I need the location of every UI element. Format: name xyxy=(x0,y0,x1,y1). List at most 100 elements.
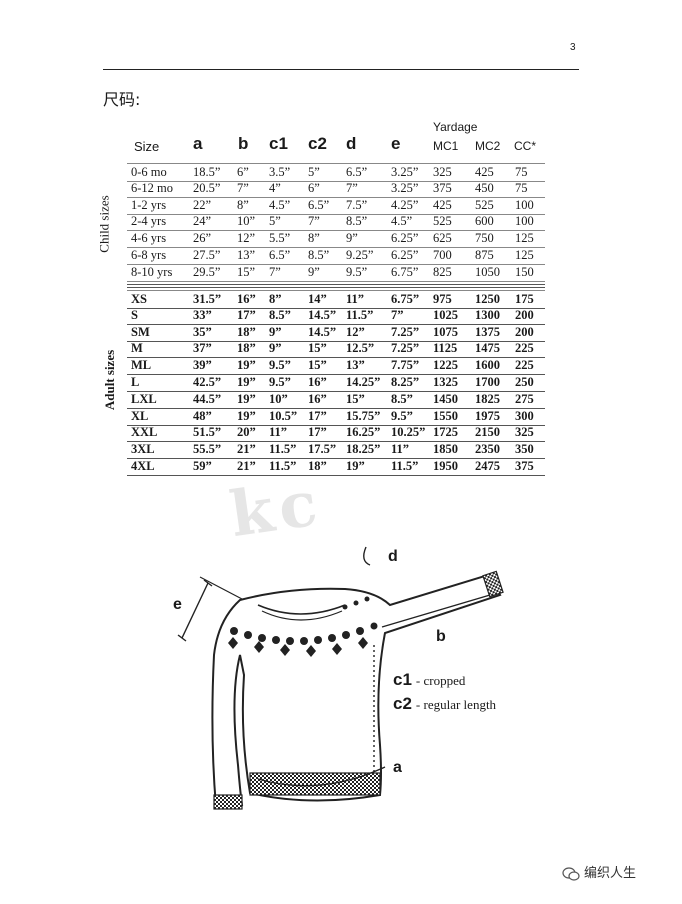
table-cell: 19” xyxy=(237,375,256,389)
table-cell: 525 xyxy=(475,197,494,212)
table-cell: 7.75” xyxy=(391,358,420,373)
table-cell: 3.25” xyxy=(391,180,419,195)
table-cell: 3.5” xyxy=(269,165,291,179)
legend-c1-text: - cropped xyxy=(415,673,466,688)
table-cell: 450 xyxy=(475,180,494,195)
table-cell: 16” xyxy=(308,375,327,389)
table-cell: 200 xyxy=(515,324,534,339)
table-cell: XXL xyxy=(131,425,158,440)
table-cell: S xyxy=(131,307,138,322)
table-cell: 425 xyxy=(475,165,494,179)
table-cell: 9” xyxy=(269,341,282,356)
table-cell: 12.5” xyxy=(346,341,375,356)
table-cell: 5” xyxy=(308,165,320,179)
hem-ribbing xyxy=(249,772,381,796)
table-cell: 325 xyxy=(515,425,534,440)
table-cell: 1700 xyxy=(475,375,500,389)
table-cell: 225 xyxy=(515,341,534,356)
table-cell: 5.5” xyxy=(269,231,291,246)
label-b: b xyxy=(436,628,446,645)
table-cell: 525 xyxy=(433,214,452,229)
table-cell: 15” xyxy=(237,264,256,279)
table-cell: 7.25” xyxy=(391,341,420,356)
table-cell: 16” xyxy=(308,391,327,406)
brand-watermark: 编织人生 xyxy=(562,862,636,881)
table-cell: 6-12 mo xyxy=(131,180,174,195)
table-cell: 8” xyxy=(269,292,282,306)
table-cell: 2475 xyxy=(475,459,500,473)
table-cell: 14.5” xyxy=(308,307,337,322)
table-cell: 10.25” xyxy=(391,425,426,440)
table-cell: 20” xyxy=(237,425,256,440)
table-cell: L xyxy=(131,375,140,389)
table-cell: 59” xyxy=(193,459,212,473)
table-cell: 6.5” xyxy=(346,165,368,179)
table-cell: 6.25” xyxy=(391,231,419,246)
table-cell: 1125 xyxy=(433,341,458,356)
table-cell: 17” xyxy=(237,307,256,322)
table-header-row: Size a b c1 c2 d e MC1 MC2 CC* xyxy=(127,134,547,158)
table-cell: 1950 xyxy=(433,459,458,473)
brand-text: 编织人生 xyxy=(584,866,637,881)
table-cell: 2350 xyxy=(475,442,500,457)
table-cell: 350 xyxy=(515,442,534,457)
table-cell: 27.5” xyxy=(193,248,221,262)
table-cell: 9.5” xyxy=(346,264,368,279)
group-separator xyxy=(127,284,545,288)
adult-sizes-label: Adult sizes xyxy=(102,349,118,411)
table-cell: 750 xyxy=(475,231,494,246)
table-cell: 125 xyxy=(515,231,534,246)
table-cell: 19” xyxy=(237,358,256,373)
wechat-icon xyxy=(562,866,580,881)
table-cell: 15” xyxy=(346,391,365,406)
table-cell: 425 xyxy=(433,197,452,212)
legend-c2-text: - regular length xyxy=(415,697,497,712)
left-cuff xyxy=(213,794,243,810)
table-cell: 14” xyxy=(308,292,327,306)
table-cell: 4.5” xyxy=(269,197,291,212)
table-cell: 8-10 yrs xyxy=(131,264,173,279)
table-cell: 9.5” xyxy=(391,408,413,423)
label-a: a xyxy=(393,759,402,776)
table-cell: 11” xyxy=(346,292,365,306)
table-cell: 11.5” xyxy=(269,442,297,457)
header-c2: c2 xyxy=(308,134,327,153)
table-cell: 9” xyxy=(346,231,358,246)
table-cell: 19” xyxy=(346,459,365,473)
table-cell: XL xyxy=(131,408,149,423)
table-cell: 625 xyxy=(433,231,452,246)
header-cc: CC* xyxy=(514,139,537,153)
table-cell: 4.5” xyxy=(391,214,413,229)
table-cell: 13” xyxy=(237,248,256,262)
table-cell: 15” xyxy=(308,358,327,373)
table-cell: 19” xyxy=(237,408,256,423)
legend-c2: c2- regular length xyxy=(393,694,496,714)
table-cell: 6-8 yrs xyxy=(131,248,167,262)
table-cell: 275 xyxy=(515,391,534,406)
table-cell: 8” xyxy=(237,197,249,212)
table-cell: 7” xyxy=(391,307,404,322)
table-cell: 1250 xyxy=(475,292,500,306)
table-cell: 6” xyxy=(308,180,320,195)
table-cell: 1550 xyxy=(433,408,458,423)
table-cell: 16” xyxy=(237,292,256,306)
label-e: e xyxy=(173,596,182,613)
table-cell: 600 xyxy=(475,214,494,229)
table-cell: 1300 xyxy=(475,307,500,322)
table-cell: 1-2 yrs xyxy=(131,197,167,212)
legend-c1: c1- cropped xyxy=(393,670,465,690)
table-cell: 250 xyxy=(515,375,534,389)
table-cell: 6.5” xyxy=(269,248,291,262)
table-cell: 18” xyxy=(237,341,256,356)
table-cell: 37” xyxy=(193,341,212,356)
table-cell: 18” xyxy=(237,324,256,339)
table-cell: 33” xyxy=(193,307,212,322)
table-cell: XS xyxy=(131,292,147,306)
label-d: d xyxy=(388,548,398,565)
table-cell: 1325 xyxy=(433,375,458,389)
table-cell: 13” xyxy=(346,358,365,373)
